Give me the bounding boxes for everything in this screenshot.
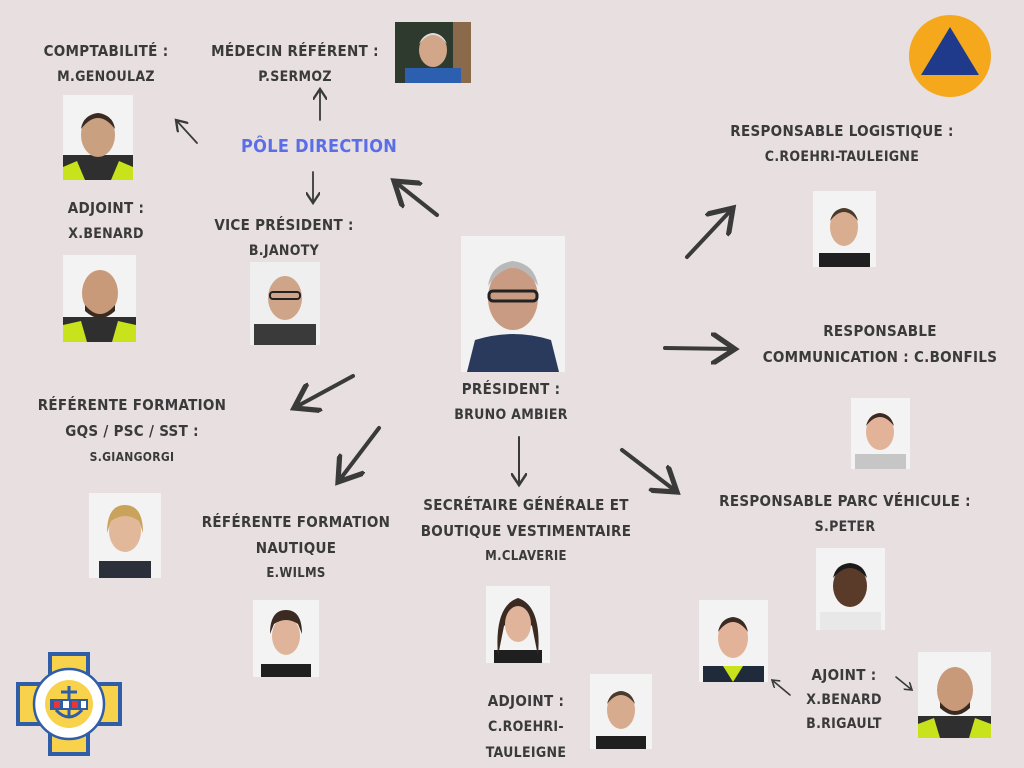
formation-gqs-line2: GQS / PSC / SST : [65, 422, 199, 440]
secretaire-line2: BOUTIQUE VESTIMENTAIRE [420, 522, 632, 540]
comptabilite-title: COMPTABILITÉ : [43, 42, 169, 60]
pole-direction-label: PÔLE DIRECTION [241, 136, 398, 157]
communication-label: RESPONSABLE COMMUNICATION : C.BONFILS [760, 318, 1000, 370]
comptabilite-name: M.GENOULAZ [57, 69, 155, 85]
adjoint-compta-label: ADJOINT : X.BENARD [50, 195, 162, 247]
adjoint-secretaire-label: ADJOINT : C.ROEHRI- TAULEIGNE [476, 688, 576, 766]
photo-adjoint-compta [63, 255, 136, 342]
communication-line1: RESPONSABLE [823, 322, 937, 340]
formation-gqs-label: RÉFÉRENTE FORMATION GQS / PSC / SST : S.… [36, 392, 228, 470]
photo-medecin [395, 22, 471, 83]
photo-adjoint-parc-2 [918, 652, 991, 738]
president-title: PRÉSIDENT : [461, 380, 561, 398]
photo-adjoint-secretaire [590, 674, 652, 749]
adjoint-parc-title: AJOINT : [811, 666, 877, 684]
photo-communication [851, 398, 910, 469]
president-label: PRÉSIDENT : BRUNO AMBIER [446, 376, 576, 428]
photo-vice-president [250, 262, 320, 345]
photo-president [461, 236, 565, 372]
ffss-logo-icon [16, 652, 122, 756]
vice-president-title: VICE PRÉSIDENT : [214, 216, 354, 234]
adjoint-secretaire-line2: TAULEIGNE [485, 745, 567, 761]
photo-formation-nautique [253, 600, 319, 677]
vice-president-name: B.JANOTY [248, 243, 320, 259]
logistique-label: RESPONSABLE LOGISTIQUE : C.ROEHRI-TAULEI… [730, 118, 954, 170]
secretaire-label: SECRÉTAIRE GÉNÉRALE ET BOUTIQUE VESTIMEN… [416, 492, 636, 570]
photo-logistique [813, 191, 876, 267]
formation-nautique-line2: NAUTIQUE [255, 539, 337, 557]
parc-name: S.PETER [814, 519, 876, 535]
formation-gqs-line1: RÉFÉRENTE FORMATION [37, 396, 227, 414]
adjoint-parc-name2: B.RIGAULT [806, 716, 882, 732]
adjoint-compta-title: ADJOINT : [67, 199, 145, 217]
comptabilite-label: COMPTABILITÉ : M.GENOULAZ [40, 38, 172, 90]
arrow-to-adjoint-parc-right [895, 676, 912, 690]
photo-parc [816, 548, 885, 630]
arrow-to-direction [394, 181, 439, 217]
arrow-to-comptabilite [176, 120, 198, 144]
medecin-title: MÉDECIN RÉFÉRENT : [211, 42, 379, 60]
adjoint-compta-name: X.BENARD [68, 226, 144, 242]
president-name: BRUNO AMBIER [454, 407, 568, 423]
adjoint-secretaire-line1: C.ROEHRI- [488, 719, 564, 735]
adjoint-secretaire-title: ADJOINT : [487, 692, 565, 710]
photo-comptabilite [63, 95, 133, 180]
photo-adjoint-parc-1 [699, 600, 768, 682]
formation-nautique-label: RÉFÉRENTE FORMATION NAUTIQUE E.WILMS [200, 509, 392, 587]
formation-gqs-name: S.GIANGORGI [89, 450, 175, 464]
civil-protection-logo-icon [909, 15, 991, 97]
secretaire-line1: SECRÉTAIRE GÉNÉRALE ET [423, 496, 629, 514]
secretaire-name: M.CLAVERIE [485, 549, 567, 564]
arrow-to-formation-nautique [338, 426, 381, 482]
arrow-to-formation-gqs [294, 374, 355, 408]
formation-nautique-name: E.WILMS [266, 566, 326, 581]
vice-president-label: VICE PRÉSIDENT : B.JANOTY [210, 212, 358, 264]
photo-secretaire [486, 586, 550, 663]
medecin-label: MÉDECIN RÉFÉRENT : P.SERMOZ [206, 38, 384, 90]
arrow-to-adjoint-parc-left [772, 680, 791, 696]
arrow-to-logistique [685, 208, 733, 259]
adjoint-parc-name1: X.BENARD [806, 692, 882, 708]
formation-nautique-line1: RÉFÉRENTE FORMATION [201, 513, 391, 531]
arrow-to-parc [620, 448, 677, 492]
logistique-name: C.ROEHRI-TAULEIGNE [764, 149, 920, 165]
parc-label: RESPONSABLE PARC VÉHICULE : S.PETER [716, 488, 974, 540]
logistique-title: RESPONSABLE LOGISTIQUE : [730, 122, 954, 140]
parc-title: RESPONSABLE PARC VÉHICULE : [719, 492, 971, 510]
medecin-name: P.SERMOZ [258, 69, 332, 85]
adjoint-parc-label: AJOINT : X.BENARD B.RIGAULT [800, 662, 888, 736]
photo-formation-gqs [89, 493, 161, 578]
communication-line2: COMMUNICATION : C.BONFILS [762, 348, 998, 366]
arrow-to-communication [663, 348, 735, 349]
